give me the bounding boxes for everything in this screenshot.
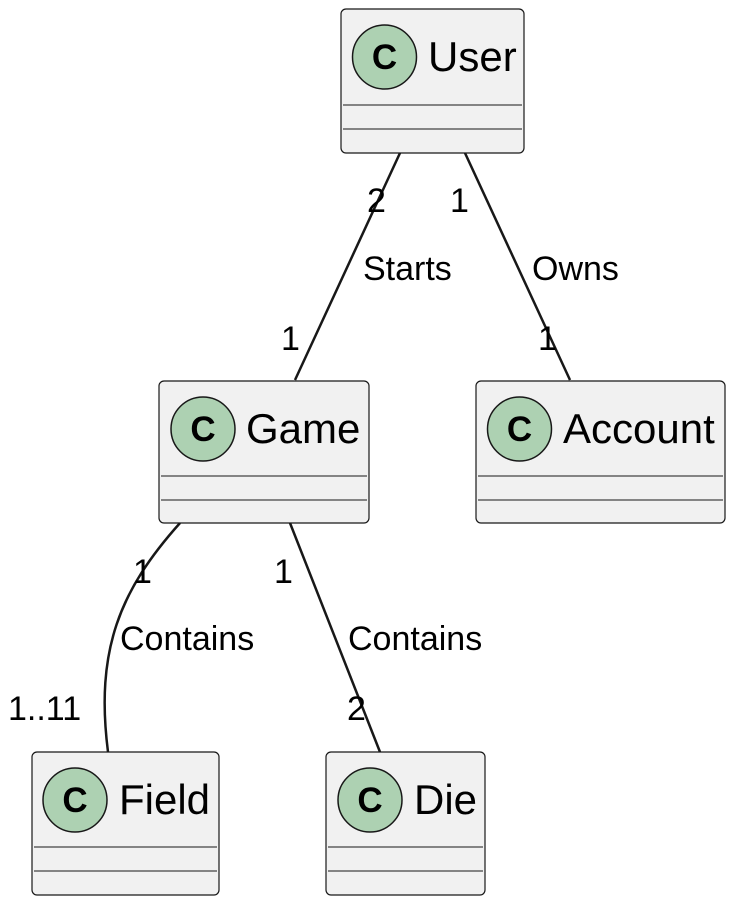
- assoc-user-game: [293, 152, 402, 381]
- assoc-game-field-from-mult: 1: [133, 553, 152, 591]
- assoc-user-account-to-mult: 1: [538, 320, 557, 358]
- class-user[interactable]: C User: [340, 8, 525, 154]
- assoc-game-field-line: [103, 522, 181, 753]
- class-user-name: User: [428, 33, 517, 80]
- assoc-user-account-from-mult: 1: [450, 182, 469, 220]
- class-user-stereotype-icon: [351, 24, 418, 90]
- assoc-user-game-from-mult: 2: [367, 182, 386, 220]
- class-field-name: Field: [119, 776, 210, 823]
- class-field[interactable]: C Field: [31, 751, 220, 896]
- class-die-stereotype-letter: C: [357, 781, 382, 820]
- class-field-stereotype-letter: C: [62, 781, 87, 820]
- class-die-name: Die: [414, 776, 477, 823]
- assoc-game-field: [103, 522, 181, 753]
- class-user-stereotype-letter: C: [372, 38, 397, 77]
- class-account-stereotype-icon: [486, 396, 553, 462]
- assoc-user-account-line: [463, 152, 572, 381]
- class-account-stereotype-letter: C: [507, 410, 532, 449]
- assoc-game-die-label: Contains: [348, 620, 482, 658]
- assoc-game-die: [288, 522, 382, 753]
- assoc-user-game-label: Starts: [363, 250, 452, 288]
- class-game-name: Game: [246, 405, 360, 452]
- assoc-game-die-to-mult: 2: [347, 690, 366, 728]
- assoc-game-field-to-mult: 1..11: [8, 690, 81, 728]
- assoc-game-field-label: Contains: [120, 620, 254, 658]
- class-account-name: Account: [563, 405, 715, 452]
- class-die-stereotype-icon: [337, 767, 403, 833]
- assoc-user-game-line: [293, 152, 402, 381]
- assoc-user-account: [463, 152, 572, 381]
- assoc-game-die-line: [288, 522, 382, 753]
- class-game[interactable]: C Game: [158, 380, 370, 524]
- assoc-game-die-from-mult: 1: [274, 553, 293, 591]
- class-account[interactable]: C Account: [475, 380, 726, 524]
- class-field-stereotype-icon: [42, 767, 108, 833]
- assoc-user-account-label: Owns: [532, 250, 619, 288]
- assoc-user-game-to-mult: 1: [281, 320, 300, 358]
- class-game-stereotype-icon: [170, 396, 236, 462]
- class-die[interactable]: C Die: [325, 751, 486, 896]
- class-game-stereotype-letter: C: [190, 410, 215, 449]
